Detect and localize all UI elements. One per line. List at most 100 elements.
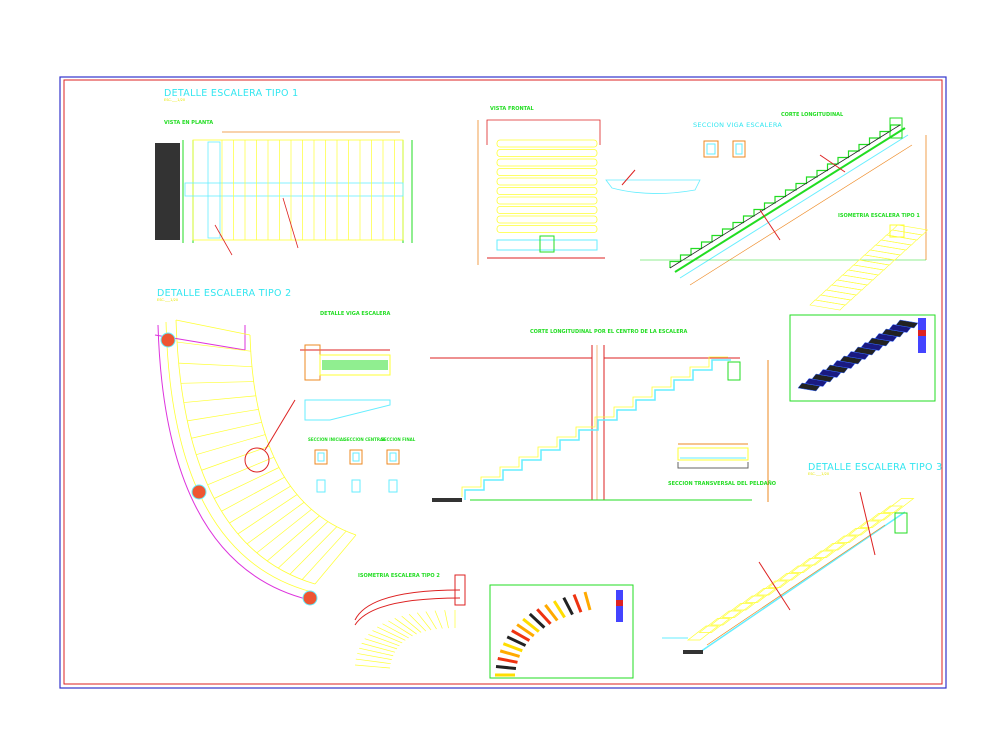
- tread-line: [176, 341, 251, 352]
- step-outline: [721, 603, 754, 618]
- tread-line: [301, 530, 347, 580]
- step-outline: [686, 625, 720, 641]
- render-step: [499, 649, 521, 658]
- isometric-tipo2: [354, 574, 466, 669]
- tread-line: [207, 456, 275, 486]
- tread-line: [191, 421, 262, 439]
- label-seccion-final: SECCION FINAL: [381, 437, 416, 442]
- iso-step: [408, 613, 427, 632]
- section-detail: [316, 479, 326, 493]
- render-step: [544, 604, 559, 622]
- tread-line: [256, 509, 312, 554]
- render-step: [502, 642, 523, 653]
- tread-line: [289, 526, 338, 575]
- render-step: [583, 591, 592, 611]
- render-step: [516, 623, 535, 638]
- iso-step: [401, 615, 422, 633]
- iso-step: [355, 658, 391, 665]
- tread-line: [237, 494, 298, 535]
- render-step: [506, 635, 527, 647]
- step-outline: [744, 588, 777, 603]
- sheet-border-inner: [63, 79, 943, 685]
- iso-step: [831, 279, 868, 291]
- step-outline: [755, 580, 789, 596]
- scale-tipo2: ESC.___1/20: [157, 298, 178, 302]
- title-seccion-viga: SECCION VIGA ESCALERA: [693, 121, 782, 129]
- tread-line: [183, 395, 256, 403]
- step-outline: [813, 543, 846, 558]
- label-isometria-1: ISOMETRIA ESCALERA TIPO 1: [838, 213, 920, 219]
- tread-line: [180, 381, 254, 384]
- title-tipo3: DETALLE ESCALERA TIPO 3: [808, 462, 942, 473]
- render-step: [528, 612, 546, 629]
- tread-line: [175, 319, 251, 336]
- iso-step: [372, 630, 403, 644]
- isometric-tipo1: [809, 224, 929, 311]
- render-step: [522, 617, 540, 633]
- iso-step: [444, 610, 449, 629]
- step-outline: [882, 498, 915, 513]
- label-detalle-viga: DETALLE VIGA ESCALERA: [320, 311, 390, 317]
- render-step: [536, 608, 552, 625]
- label-isometria-2: ISOMETRIA ESCALERA TIPO 2: [358, 573, 440, 579]
- scale-tipo3: ESC.___1/20: [808, 472, 829, 476]
- iso-step: [809, 299, 846, 311]
- section-outline: [314, 449, 328, 465]
- render-step: [562, 596, 574, 616]
- render-step: [572, 594, 583, 613]
- step-cross-section: [677, 443, 749, 469]
- render-step: [497, 657, 518, 664]
- tread-line: [229, 485, 291, 524]
- label-seccion-central: SECCION CENTRAL: [344, 437, 386, 442]
- wall-hatch: [155, 143, 180, 240]
- tread-line: [266, 515, 320, 562]
- section-detail: [351, 479, 361, 493]
- tread-line: [201, 445, 270, 471]
- iso-step: [836, 274, 874, 286]
- iso-step: [388, 620, 413, 637]
- render-step: [495, 665, 517, 670]
- tread-line: [277, 521, 329, 569]
- step-outline: [767, 573, 800, 588]
- tread-line: [196, 434, 266, 456]
- tread-bar: [496, 177, 598, 186]
- tread-line: [214, 467, 280, 499]
- iso-step: [382, 623, 409, 639]
- step-outline: [836, 528, 869, 543]
- title-tipo2: DETALLE ESCALERA TIPO 2: [157, 288, 291, 299]
- step-outline: [801, 550, 835, 566]
- render-step: [552, 600, 566, 619]
- scale-tipo1: ESC.___1/20: [164, 98, 185, 102]
- longitudinal-section-tipo3: [662, 491, 915, 654]
- section-outline: [386, 449, 400, 465]
- iso-step: [814, 294, 852, 306]
- iso-step: [853, 259, 890, 271]
- iso-step: [842, 269, 879, 281]
- tread-bar: [496, 196, 598, 205]
- tread-bar: [496, 225, 598, 233]
- label-vista-frontal: VISTA FRONTAL: [490, 106, 535, 112]
- render-tipo1: [789, 314, 936, 402]
- sheet-border-outer: [59, 76, 947, 689]
- section-core: [352, 452, 360, 462]
- tread-bar: [496, 139, 598, 148]
- step-outline: [870, 505, 904, 521]
- curved-plan-tipo2: [154, 319, 357, 606]
- tread-line: [221, 476, 285, 512]
- title-tipo1: DETALLE ESCALERA TIPO 1: [164, 88, 298, 99]
- tread-bar: [496, 149, 598, 157]
- tread-line: [246, 502, 305, 545]
- section-core: [389, 452, 397, 462]
- step-outline: [698, 618, 731, 633]
- iso-step: [394, 618, 417, 635]
- section-outline: [349, 449, 363, 465]
- iso-step: [359, 647, 394, 657]
- tread-bar: [496, 187, 598, 195]
- iso-step: [354, 664, 391, 669]
- tread-line: [314, 534, 357, 585]
- tread-bar: [496, 215, 598, 224]
- label-seccion-inicial: SECCION INICIAL: [308, 437, 346, 442]
- step-outline: [709, 610, 743, 626]
- label-seccion-peldano: SECCION TRANSVERSAL DEL PELDAÑO: [668, 480, 776, 487]
